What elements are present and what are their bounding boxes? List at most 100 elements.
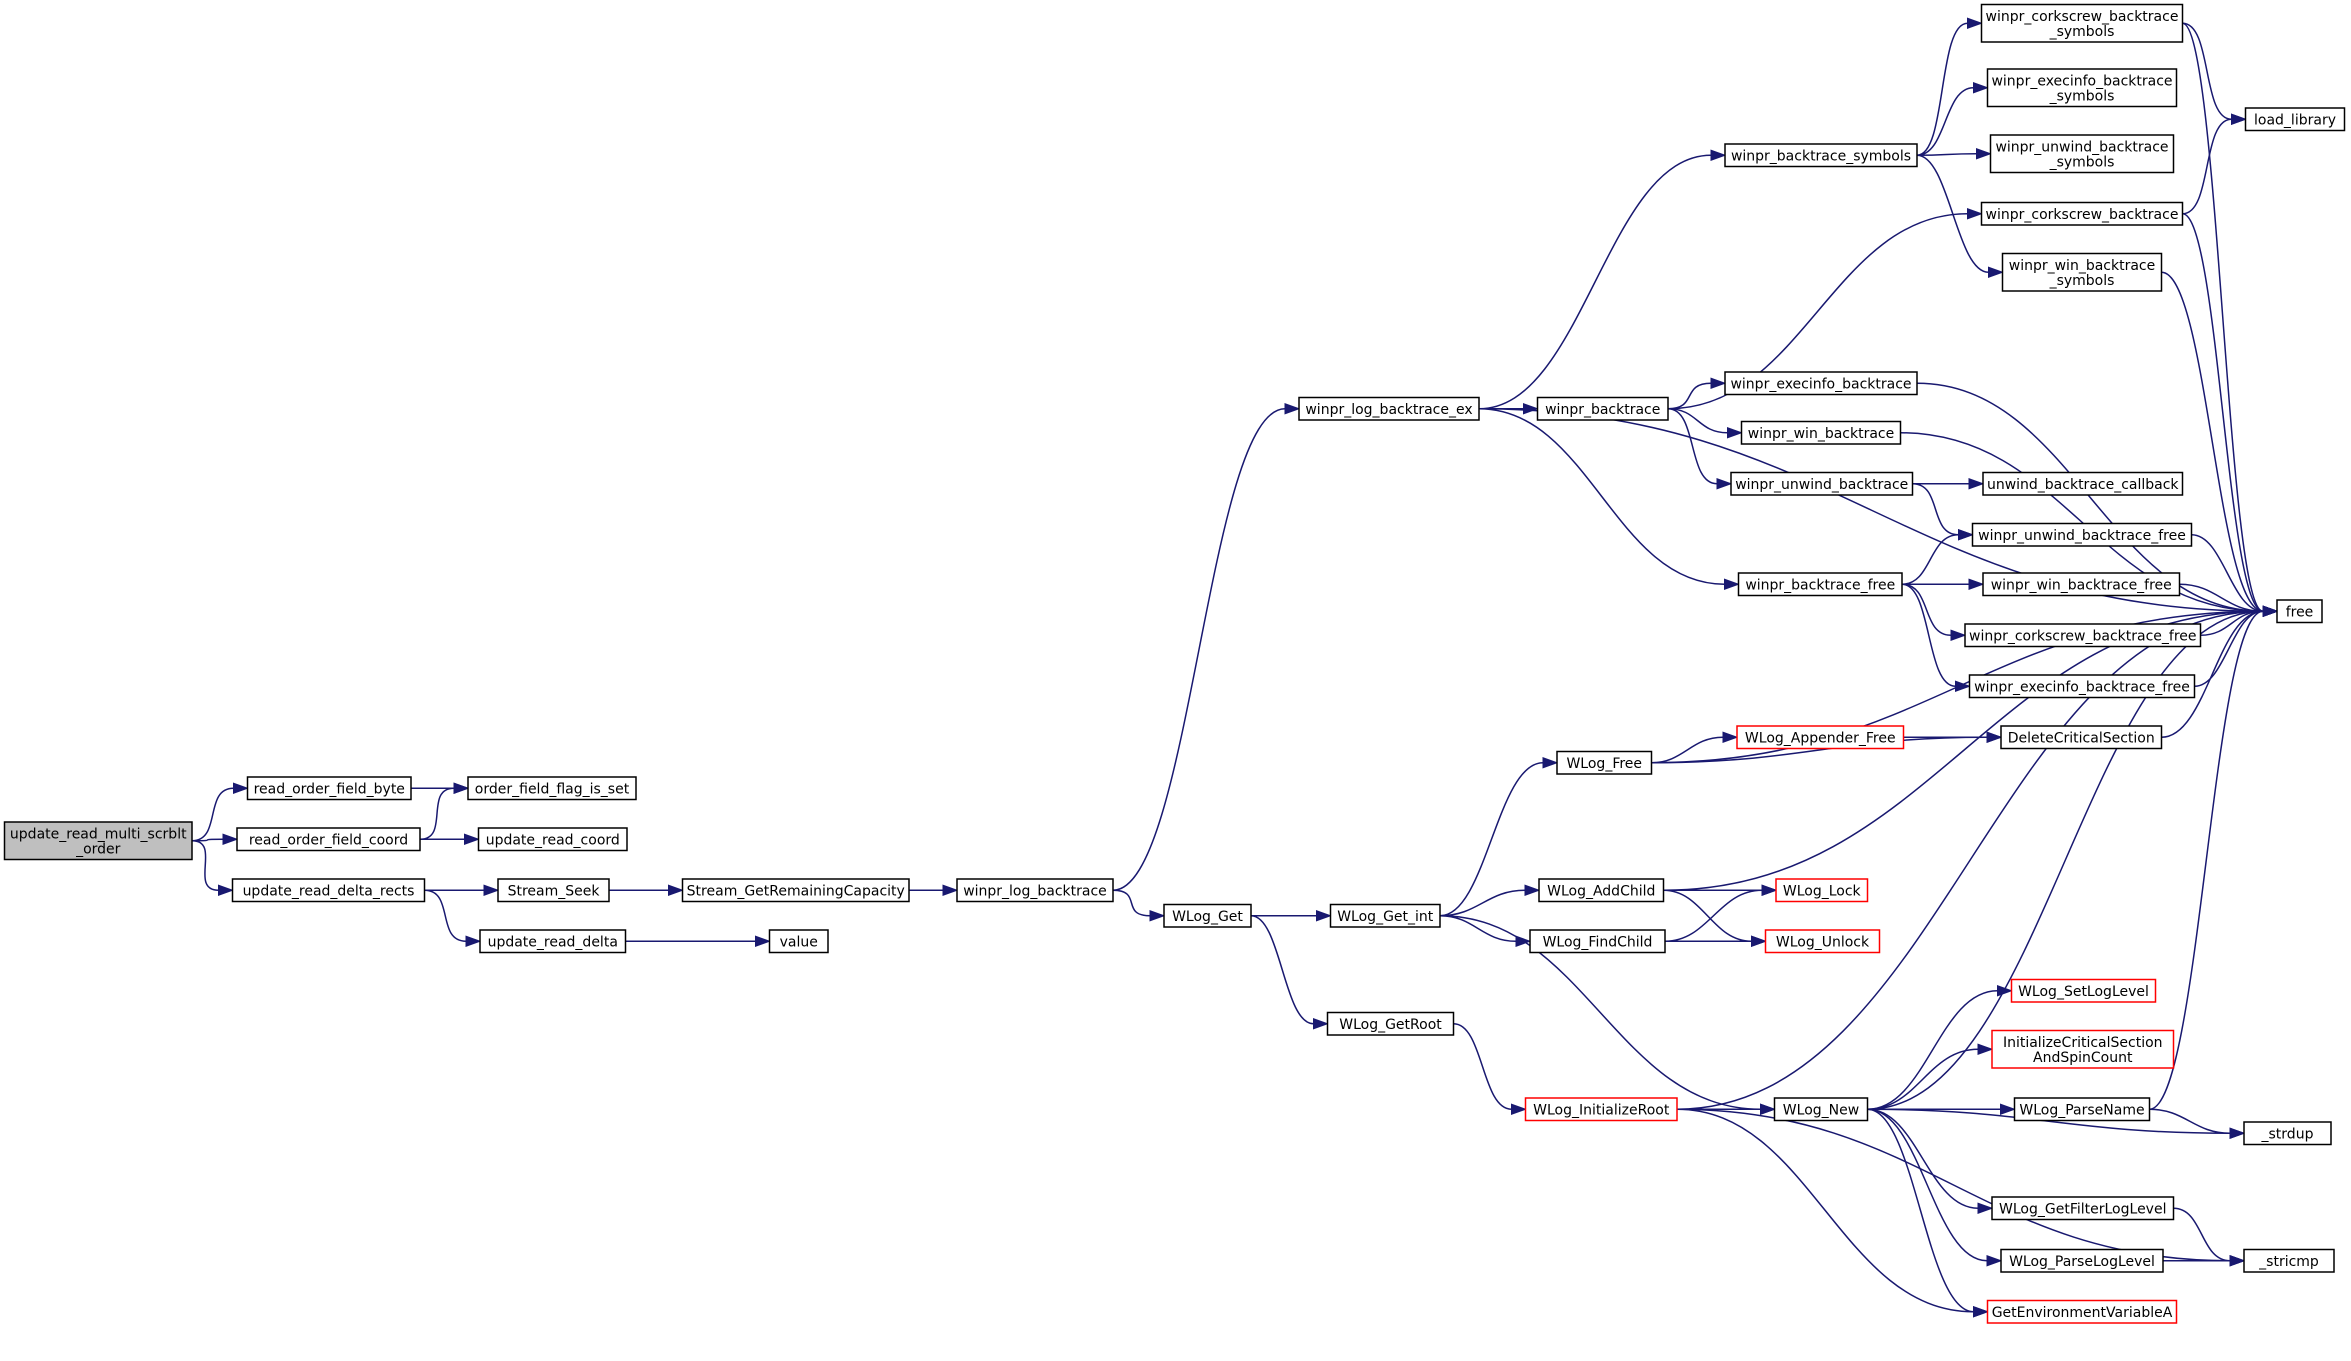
node-wlparsell[interactable]: WLog_ParseLogLevel: [2000, 1248, 2164, 1273]
edge-line: [191, 787, 234, 842]
node-wlb[interactable]: winpr_log_backtrace: [956, 878, 1114, 903]
node-label: WLog_Unlock: [1776, 934, 1870, 950]
node-box: [1773, 1097, 1869, 1122]
edge-wbtf-to-wwinbtf: [1902, 578, 1985, 590]
node-rofc[interactable]: read_order_field_coord: [236, 827, 421, 852]
edge-root-to-rofc: [191, 833, 239, 845]
node-label: winpr_win_backtrace: [2009, 258, 2155, 274]
node-sseek[interactable]: Stream_Seek: [497, 878, 610, 903]
node-wunwbts[interactable]: winpr_unwind_backtrace_symbols: [1989, 134, 2175, 174]
node-wlsetll[interactable]: WLog_SetLogLevel: [2010, 978, 2157, 1003]
node-wlfindchild[interactable]: WLog_FindChild: [1529, 929, 1666, 954]
edge-arrowhead: [668, 884, 684, 896]
node-ubcb[interactable]: unwind_backtrace_callback: [1982, 471, 2184, 496]
edge-line: [1478, 154, 1712, 410]
edge-arrowhead: [1977, 1202, 1994, 1214]
node-loadlib[interactable]: load_library: [2244, 107, 2346, 132]
node-sgrc[interactable]: Stream_GetRemainingCapacity: [681, 878, 910, 903]
node-wexbts[interactable]: winpr_execinfo_backtrace_symbols: [1986, 68, 2178, 108]
node-wlfree[interactable]: WLog_Free: [1556, 750, 1653, 775]
edge-arrowhead: [1967, 208, 1983, 220]
edge-wbt-to-wexbt: [1667, 377, 1727, 410]
node-urdr[interactable]: update_read_delta_rects: [231, 878, 426, 903]
node-wlnew[interactable]: WLog_New: [1773, 1097, 1869, 1122]
node-box: [3, 821, 193, 861]
node-wbt[interactable]: winpr_backtrace: [1536, 396, 1669, 421]
node-delcs[interactable]: DeleteCriticalSection: [2000, 725, 2163, 750]
node-wlbex[interactable]: winpr_log_backtrace_ex: [1298, 396, 1480, 421]
node-wlgetfll[interactable]: WLog_GetFilterLogLevel: [1991, 1196, 2175, 1221]
node-box: [231, 878, 426, 903]
node-label: WLog_Get_int: [1337, 909, 1434, 925]
node-wlgetint[interactable]: WLog_Get_int: [1329, 903, 1441, 928]
node-label: winpr_backtrace_symbols: [1731, 148, 1911, 164]
edge-wlparsell-to-stricmp: [2162, 1255, 2246, 1267]
node-wlparsename[interactable]: WLog_ParseName: [2013, 1097, 2151, 1122]
edge-line: [1901, 583, 1956, 687]
function-nodes: update_read_multi_scrblt_orderread_order…: [3, 3, 2346, 1324]
edge-line: [1667, 213, 1968, 410]
edge-arrowhead: [1761, 884, 1778, 896]
node-box: [1980, 201, 2184, 226]
node-label: winpr_log_backtrace_ex: [1305, 402, 1472, 418]
node-label: WLog_New: [1783, 1102, 1859, 1118]
node-box: [1730, 471, 1914, 496]
node-wlinitroot[interactable]: WLog_InitializeRoot: [1524, 1097, 1678, 1122]
node-wexbtf[interactable]: winpr_execinfo_backtrace_free: [1968, 674, 2196, 699]
node-wwinbt[interactable]: winpr_win_backtrace: [1740, 420, 1902, 445]
edge-wlnew-to-initcs: [1867, 1043, 1994, 1110]
node-wlappfree[interactable]: WLog_Appender_Free: [1736, 725, 1905, 750]
edge-line: [2194, 610, 2264, 687]
node-wwinbtf[interactable]: winpr_win_backtrace_free: [1982, 572, 2181, 597]
node-urc[interactable]: update_read_coord: [477, 827, 628, 852]
node-wlget[interactable]: WLog_Get: [1163, 903, 1252, 928]
edge-rofc-to-offis: [419, 782, 470, 840]
edge-line: [1901, 534, 1959, 585]
node-label: winpr_win_backtrace_free: [1991, 577, 2172, 593]
edge-wlb-to-wlbex: [1112, 403, 1301, 891]
edge-line: [1867, 1108, 1988, 1262]
edge-line: [1667, 382, 1712, 410]
node-offis[interactable]: order_field_flag_is_set: [467, 776, 637, 801]
node-wbts[interactable]: winpr_backtrace_symbols: [1724, 143, 1918, 168]
node-wunwbtf[interactable]: winpr_unwind_backtrace_free: [1971, 522, 2193, 547]
node-wcsbtf[interactable]: winpr_corkscrew_backtrace_free: [1964, 623, 2202, 648]
node-wwinbts[interactable]: winpr_win_backtrace_symbols: [2001, 252, 2163, 292]
node-wcsbts[interactable]: winpr_corkscrew_backtrace_symbols: [1980, 3, 2184, 43]
edge-arrowhead: [1968, 478, 1985, 490]
edge-arrowhead: [1958, 529, 1974, 541]
node-rofb[interactable]: read_order_field_byte: [246, 776, 412, 801]
node-wunlock[interactable]: WLog_Unlock: [1764, 929, 1881, 954]
node-box: [768, 929, 829, 954]
node-urd[interactable]: update_read_delta: [479, 929, 627, 954]
edge-wlbex-to-wbts: [1478, 149, 1727, 410]
node-wlgetroot[interactable]: WLog_GetRoot: [1326, 1011, 1455, 1036]
node-wlock[interactable]: WLog_Lock: [1775, 878, 1869, 903]
edge-arrowhead: [1727, 427, 1743, 439]
edge-line: [1900, 432, 2264, 612]
node-label: WLog_SetLogLevel: [2018, 984, 2149, 1000]
node-value[interactable]: value: [768, 929, 829, 954]
edge-wlnew-to-wlsetll: [1867, 985, 2013, 1110]
node-wunwbt[interactable]: winpr_unwind_backtrace: [1730, 471, 1914, 496]
edge-line: [1676, 1108, 1974, 1313]
node-strdup[interactable]: _strdup: [2243, 1121, 2332, 1146]
node-label: winpr_log_backtrace: [963, 883, 1107, 899]
node-label: load_library: [2254, 112, 2336, 128]
node-wcsbt[interactable]: winpr_corkscrew_backtrace: [1980, 201, 2184, 226]
node-box: [1736, 725, 1905, 750]
node-stricmp[interactable]: _stricmp: [2243, 1248, 2335, 1273]
node-label: WLog_Free: [1566, 756, 1642, 772]
edge-arrowhead: [453, 782, 470, 794]
edge-line: [1916, 22, 1968, 156]
node-free[interactable]: free: [2276, 599, 2323, 624]
node-label: winpr_corkscrew_backtrace_free: [1969, 628, 2197, 644]
node-box: [1329, 903, 1441, 928]
node-wbtf[interactable]: winpr_backtrace_free: [1737, 572, 1903, 597]
node-wexbt[interactable]: winpr_execinfo_backtrace: [1724, 371, 1918, 396]
edge-arrowhead: [1313, 1018, 1329, 1030]
node-wladdchild[interactable]: WLog_AddChild: [1538, 878, 1665, 903]
node-getenv[interactable]: GetEnvironmentVariableA: [1986, 1299, 2178, 1324]
